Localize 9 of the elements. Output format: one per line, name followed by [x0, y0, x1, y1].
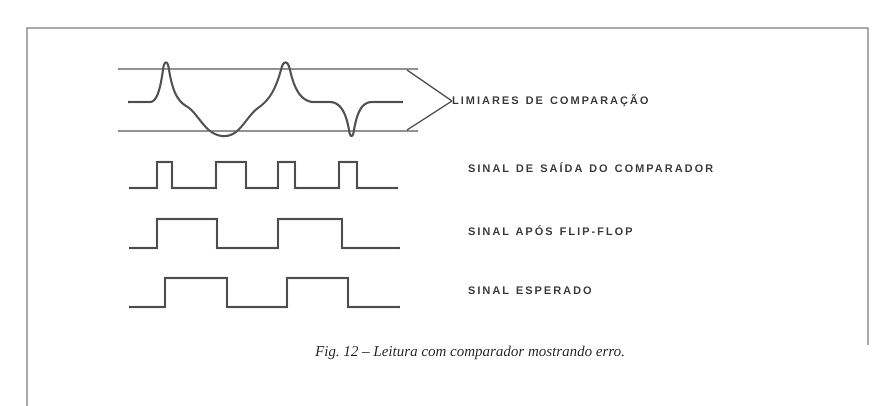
leader-line [406, 69, 452, 102]
signal-label: SINAL DE SAÍDA DO COMPARADOR [468, 161, 716, 177]
leader-line [406, 100, 452, 131]
threshold-line [118, 68, 418, 70]
signal-label: SINAL ESPERADO [468, 284, 594, 299]
label-text: LIMIARES DE COMPARAÇÃO [452, 92, 650, 110]
threshold-line [118, 130, 418, 132]
figure-caption: Fig. 12 – Leitura com comparador mostrando erro. [314, 343, 626, 362]
signal-label: SINAL APÓS FLIP-FLOP [468, 224, 635, 240]
